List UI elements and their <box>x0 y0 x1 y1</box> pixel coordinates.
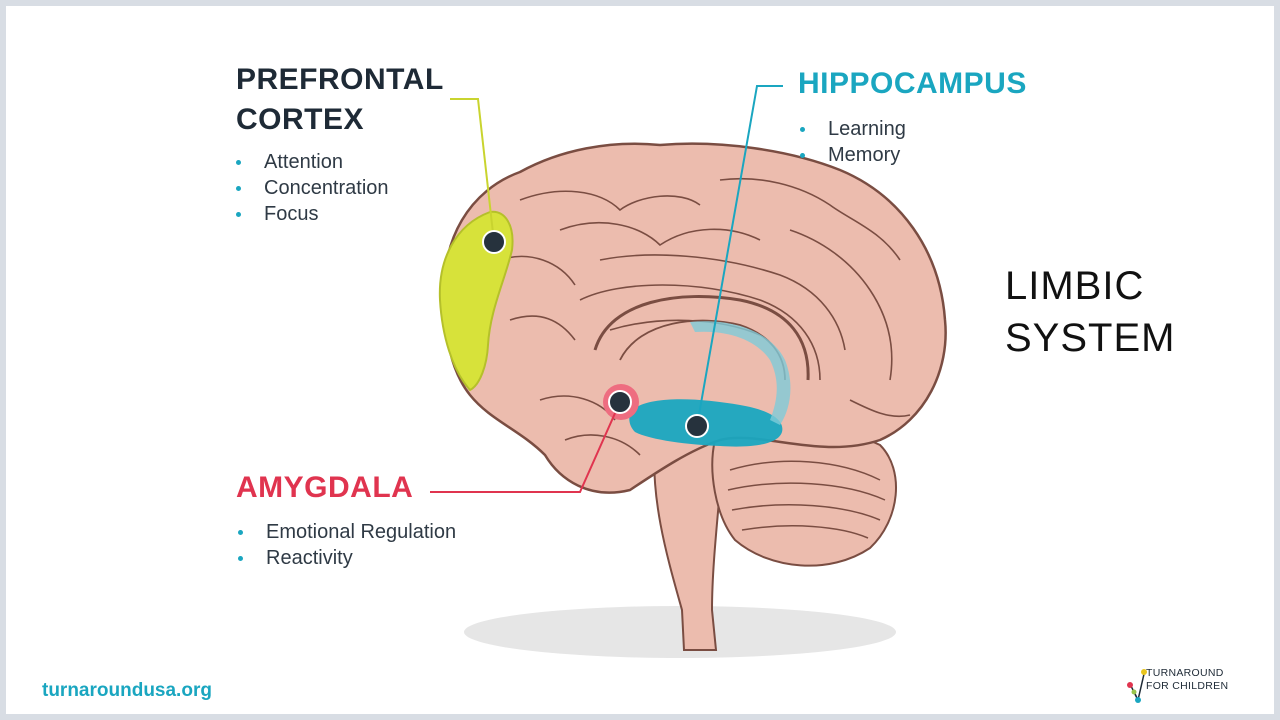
turnaround-logo-icon <box>1127 669 1147 703</box>
cerebellum <box>711 424 897 567</box>
list-item: Emotional Regulation <box>236 519 456 545</box>
limbic-line2: SYSTEM <box>1005 316 1176 360</box>
prefrontal-cortex-list: Attention Concentration Focus <box>234 149 389 227</box>
prefrontal-marker <box>482 230 506 254</box>
cerebrum <box>443 142 947 494</box>
hippocampus-tail <box>690 321 791 425</box>
list-item: Learning <box>798 116 906 142</box>
list-item: Concentration <box>234 175 389 201</box>
prefrontal-title-line1: PREFRONTAL <box>236 63 444 96</box>
hippocampus-marker <box>685 414 709 438</box>
prefrontal-connector <box>450 98 495 243</box>
limbic-system-heading: LIMBIC SYSTEM <box>1005 260 1175 364</box>
brain-shadow <box>464 606 896 658</box>
list-item: Focus <box>234 201 389 227</box>
list-item: Memory <box>798 142 906 168</box>
prefrontal-cortex-title: PREFRONTAL CORTEX <box>236 60 476 140</box>
prefrontal-highlight <box>438 210 514 392</box>
amygdala-connector <box>430 401 621 493</box>
hippocampus-title: HIPPOCAMPUS <box>798 67 1027 100</box>
amygdala-list: Emotional Regulation Reactivity <box>236 519 456 571</box>
limbic-line1: LIMBIC <box>1005 264 1145 308</box>
logo-line1: TURNAROUND <box>1146 667 1224 679</box>
logo-line2: FOR CHILDREN <box>1146 680 1229 692</box>
list-item: Reactivity <box>236 545 456 571</box>
corpus-callosum <box>593 295 810 381</box>
prefrontal-title-line2: CORTEX <box>236 103 365 136</box>
list-item: Attention <box>234 149 389 175</box>
amygdala-title: AMYGDALA <box>236 471 414 504</box>
cerebellum-folds <box>727 460 886 539</box>
hippocampus-connector <box>696 85 783 427</box>
hippocampus-list: Learning Memory <box>798 116 906 168</box>
logo-text: TURNAROUND FOR CHILDREN <box>1146 667 1228 693</box>
amygdala-marker <box>608 390 632 414</box>
website-link[interactable]: turnaroundusa.org <box>42 680 212 701</box>
